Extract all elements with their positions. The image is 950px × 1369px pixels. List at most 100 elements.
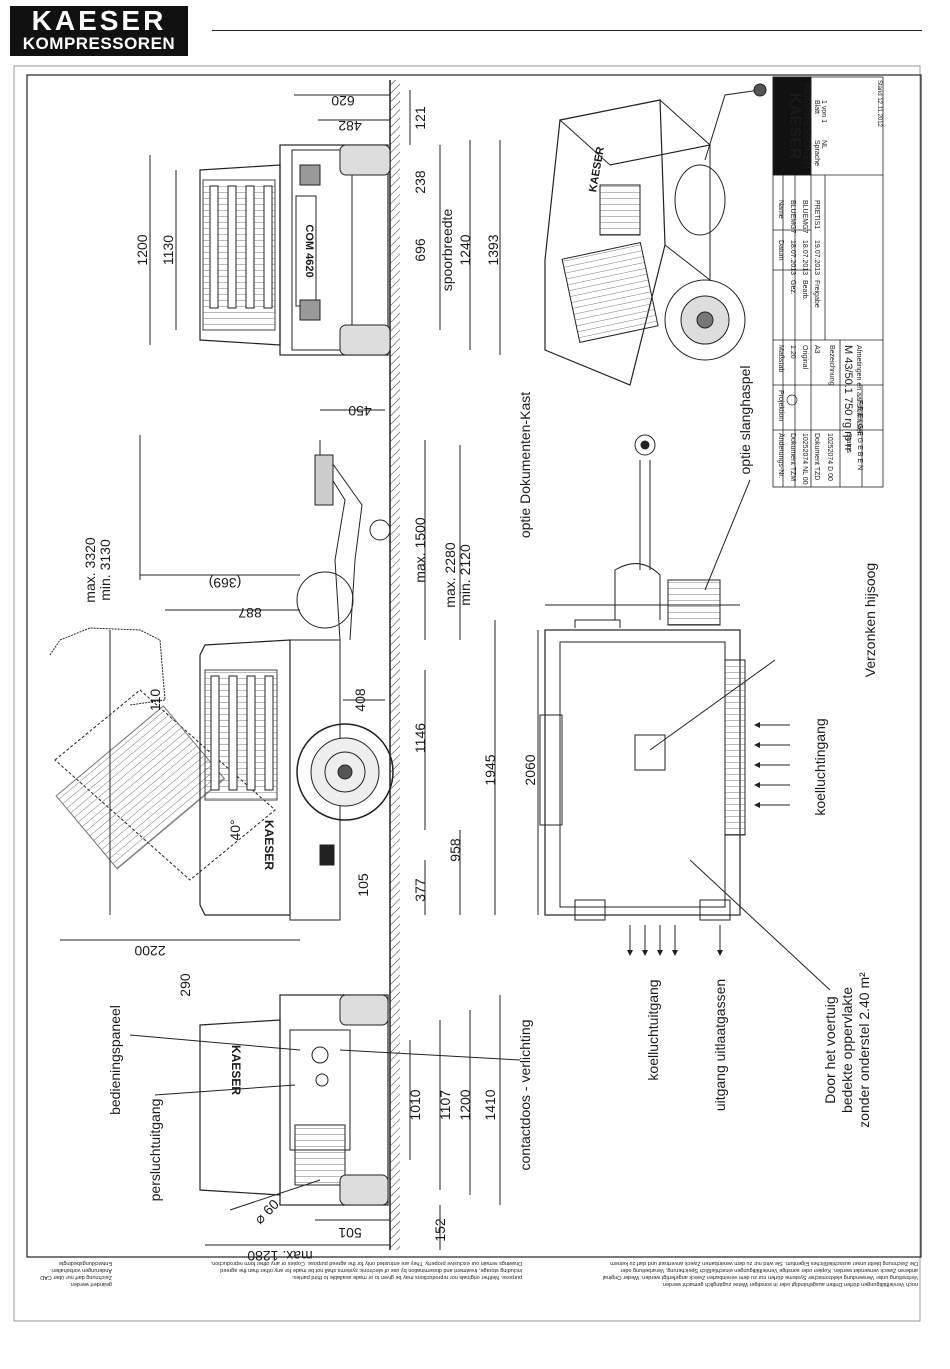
dim-1945: 1945	[482, 754, 498, 785]
tb-date-2: 18.07.2013	[801, 240, 808, 275]
dim-1130: 1130	[160, 235, 176, 265]
dim-958: 958	[447, 838, 463, 862]
tb-status: F R E I G E G E B E N	[856, 400, 863, 470]
top-view	[537, 434, 831, 991]
front-view: KAESER	[129, 994, 521, 1250]
dim-482: 482	[338, 118, 362, 134]
dim-1240: 1240	[457, 234, 473, 265]
tb-brand-kompressoren: KOMPRESSOREN	[801, 83, 812, 169]
dim-1393: 1393	[485, 234, 501, 265]
dim-max-1500: max. 1500	[412, 517, 428, 583]
footer-de-1: Die Zeichnung bleibt unser ausschließlic…	[610, 1260, 918, 1266]
tb-afmetingen: Afmetingen en aansluitmaten	[855, 345, 862, 436]
tb-stand: Stand 12.11.2012	[876, 80, 882, 128]
dim-408: 408	[352, 688, 368, 712]
label-spoorbreedte: spoorbreedte	[439, 209, 455, 292]
tb-name-header: Name	[777, 200, 784, 219]
tb-date-1: 18.07.2013	[789, 240, 796, 275]
dim-290: 290	[177, 973, 193, 997]
front-view-dims: 1010 1107 1200 1410 152 501 max. 1280 ⌀ …	[107, 1005, 533, 1264]
label-koelluchtuitgang: koelluchtuitgang	[645, 979, 661, 1080]
dim-1410: 1410	[482, 1089, 498, 1120]
tb-date-3: 19.07.2013	[813, 240, 820, 275]
dim-max-2280: max. 2280	[442, 542, 458, 608]
tb-blatt-label: Blatt	[813, 100, 820, 114]
dim-max-3320: max. 3320	[82, 537, 98, 603]
tb-datum-header: Datum	[777, 240, 784, 261]
tb-bezeichnung-label: Bezeichnung	[828, 345, 835, 386]
footer-disclaimer: Die Zeichnung bleibt unser ausschließlic…	[40, 1260, 918, 1287]
logo-kaeser-text: KAESER	[31, 5, 167, 36]
header-rule	[212, 30, 922, 31]
tb-name-3: PRETIS1	[813, 200, 820, 229]
dim-2200: 2200	[134, 943, 165, 959]
tb-name-2: BLUEMG7	[801, 200, 808, 234]
label-optie-slanghaspel: optie slanghaspel	[737, 366, 753, 475]
label-persluchtuitgang: persluchtuitgang	[147, 1099, 163, 1202]
footer-de-2: anderen Zweck verwendet werden. Kopien o…	[620, 1267, 918, 1273]
projection-symbol-icon	[786, 394, 798, 406]
tb-projektion-header: Projektion	[777, 390, 784, 421]
tb-original-label: Original	[801, 345, 808, 370]
dim-1146: 1146	[412, 723, 428, 753]
side-view-dims: max. 3320 min. 3130 (369) 887 110 408 40…	[82, 403, 498, 997]
dim-2060: 2060	[522, 754, 538, 785]
dim-105: 105	[355, 873, 371, 897]
label-zonder-onderstel: zonder onderstel 2.40 m²	[856, 972, 872, 1128]
top-view-labels: 2060 optie Dokumenten-Kast optie slangha…	[517, 366, 878, 1128]
logo-kompressoren-text: KOMPRESSOREN	[22, 34, 176, 53]
dim-152: 152	[432, 1218, 448, 1242]
dim-min-3130: min. 3130	[97, 539, 113, 601]
drawing-frame	[26, 74, 922, 1258]
footer-de-3: Verbreitung unter Verwendung elektronisc…	[603, 1274, 918, 1280]
label-verzonken-hijsoog: Verzonken hijsoog	[862, 563, 878, 677]
tb-doc-tzm-label: Dokument TZM	[789, 433, 796, 481]
title-block	[772, 76, 884, 488]
tb-massstab-value: 1:20	[789, 345, 796, 359]
side-view: KAESER	[49, 409, 496, 941]
dim-501: 501	[338, 1225, 362, 1241]
kaeser-logo: KAESER KOMPRESSOREN	[10, 6, 188, 56]
dim-369: (369)	[209, 575, 242, 591]
tb-blatt-value: 1 von 1	[820, 100, 827, 123]
footer-en-1: Drawings remain our exclusive property. …	[210, 1260, 522, 1266]
tb-doc-tzd: 10252074 D 00	[826, 433, 833, 481]
label-uitgang-uitlaatgassen: uitgang uitlaatgassen	[712, 979, 728, 1111]
rear-view-dims: 1200 1130 620 482 121 238 696 spoorbreed…	[134, 93, 501, 291]
dim-1200-rear: 1200	[134, 234, 150, 265]
dim-1200-front: 1200	[457, 1089, 473, 1120]
dim-dia-60: ⌀ 60	[251, 1196, 282, 1227]
footer-en-3: purpose. Neither originals nor reproduct…	[291, 1274, 522, 1280]
footer-ec-2: Änderungen vorbehalten.	[50, 1267, 112, 1274]
label-optie-dokumenten-kast: optie Dokumenten-Kast	[517, 392, 533, 538]
label-koelluchtingang: koelluchtingang	[812, 718, 828, 815]
svg-text:COM 4620: COM 4620	[303, 224, 315, 277]
dim-450: 450	[348, 403, 372, 419]
tb-gez: Gez.	[789, 280, 796, 295]
label-door-het-voertuig: Door het voertuig	[822, 996, 838, 1103]
footer-de-4: noch Vervielfältigungen dürfen Dritten a…	[661, 1281, 918, 1287]
footer-ec-1: Entwicklungsbedingte	[59, 1260, 112, 1266]
label-bedekte-oppervlakte: bedekte oppervlakte	[839, 987, 855, 1113]
svg-text:KAESER: KAESER	[229, 1045, 243, 1095]
label-bedieningspaneel: bedieningspaneel	[107, 1005, 123, 1115]
tb-name-1: BLUEMG7	[789, 200, 796, 234]
title-block-text: KAESER KOMPRESSOREN Blatt 1 von 1 Sprach…	[777, 80, 882, 485]
dim-110: 110	[147, 689, 163, 712]
isometric-view: KAESER	[544, 83, 767, 386]
dim-min-2120: min. 2120	[457, 544, 473, 606]
dim-238: 238	[412, 170, 428, 194]
rear-view: COM 4620	[149, 90, 501, 356]
tb-sprache-value: NL	[820, 140, 827, 149]
svg-text:KAESER: KAESER	[262, 820, 276, 870]
tb-doc-tzd-label: Dokument TZD	[813, 433, 820, 480]
outer-frame	[13, 65, 921, 1322]
tb-brand-kaeser: KAESER	[786, 93, 803, 160]
label-contactdoos: contactdoos - verlichting	[517, 1020, 533, 1171]
ground-line	[389, 80, 400, 1250]
dim-1107: 1107	[437, 1090, 453, 1120]
tb-aenderungs-header: Änderungs-Nr.	[777, 433, 785, 478]
dim-max-1280: max. 1280	[247, 1248, 313, 1264]
